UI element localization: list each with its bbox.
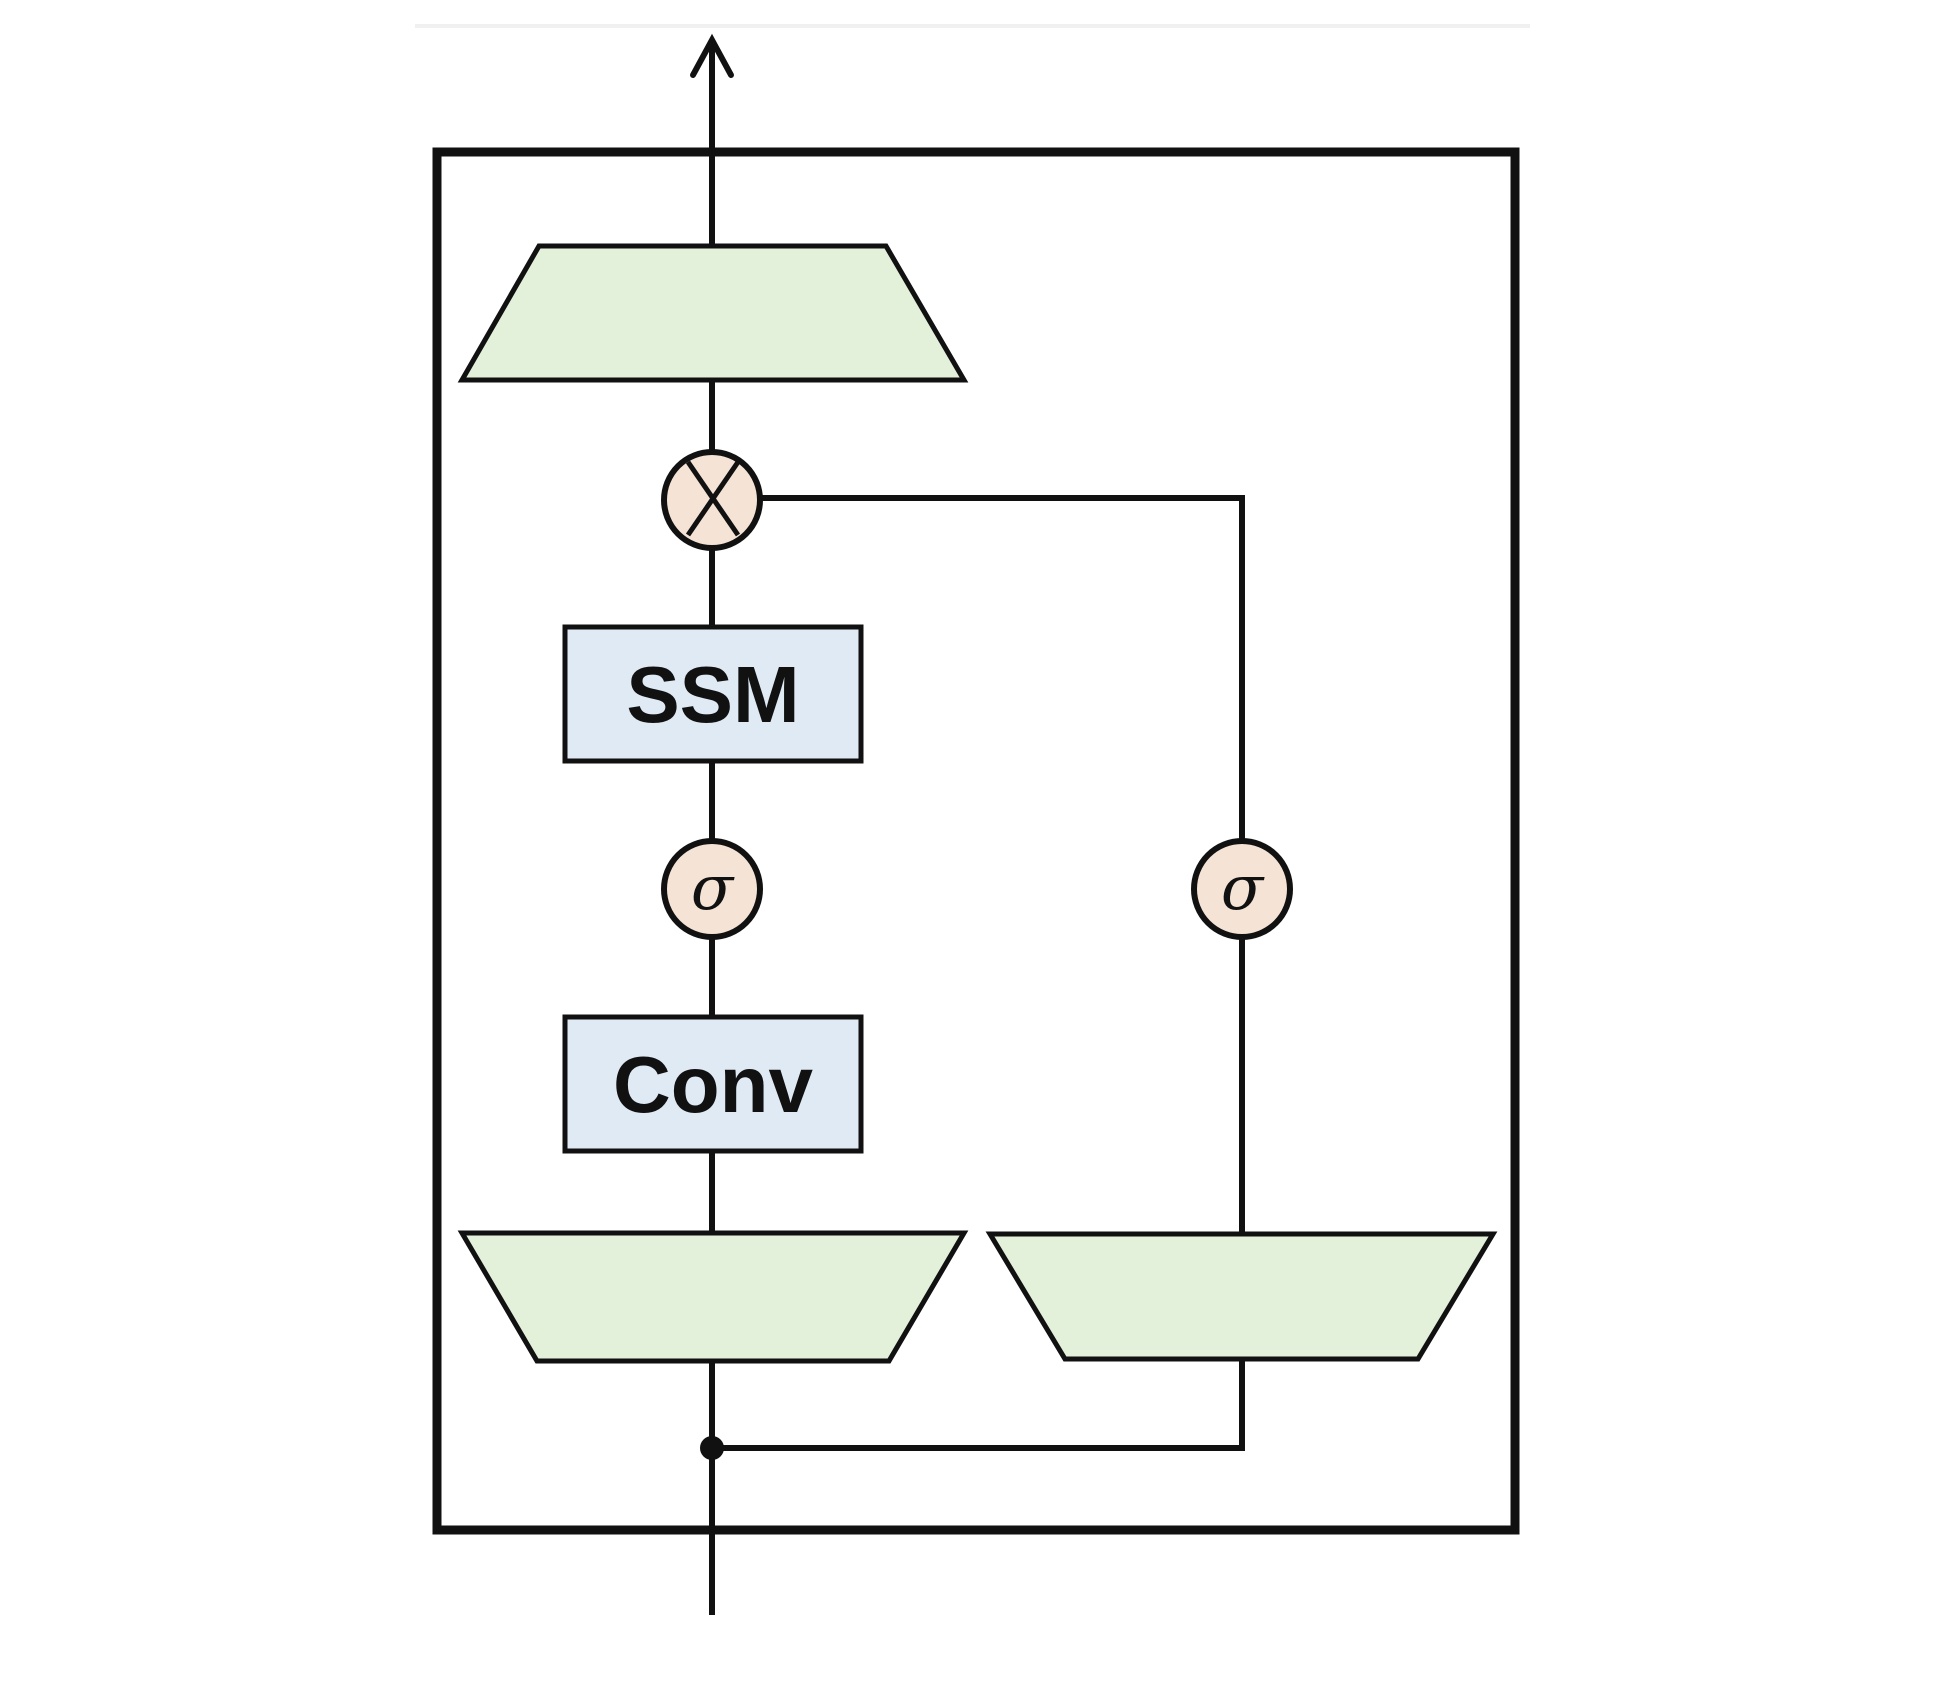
input-projection-right — [985, 1231, 1498, 1362]
conv-label: Conv — [613, 1040, 814, 1129]
sigma-node-right — [1191, 838, 1293, 940]
outer-block-frame — [432, 147, 1520, 1535]
output-projection — [457, 243, 969, 383]
sigma-label-left: σ — [691, 851, 735, 924]
ssm-label: SSM — [626, 650, 799, 739]
ssm-block — [562, 624, 864, 764]
multiply-node — [661, 449, 763, 551]
sigma-label-right: σ — [1221, 851, 1265, 924]
input-projection-left — [457, 1230, 969, 1364]
conv-block — [562, 1014, 864, 1154]
sigma-node-left — [661, 838, 763, 940]
output-arrow-icon — [690, 33, 734, 78]
split-junction-dot — [700, 1436, 724, 1460]
